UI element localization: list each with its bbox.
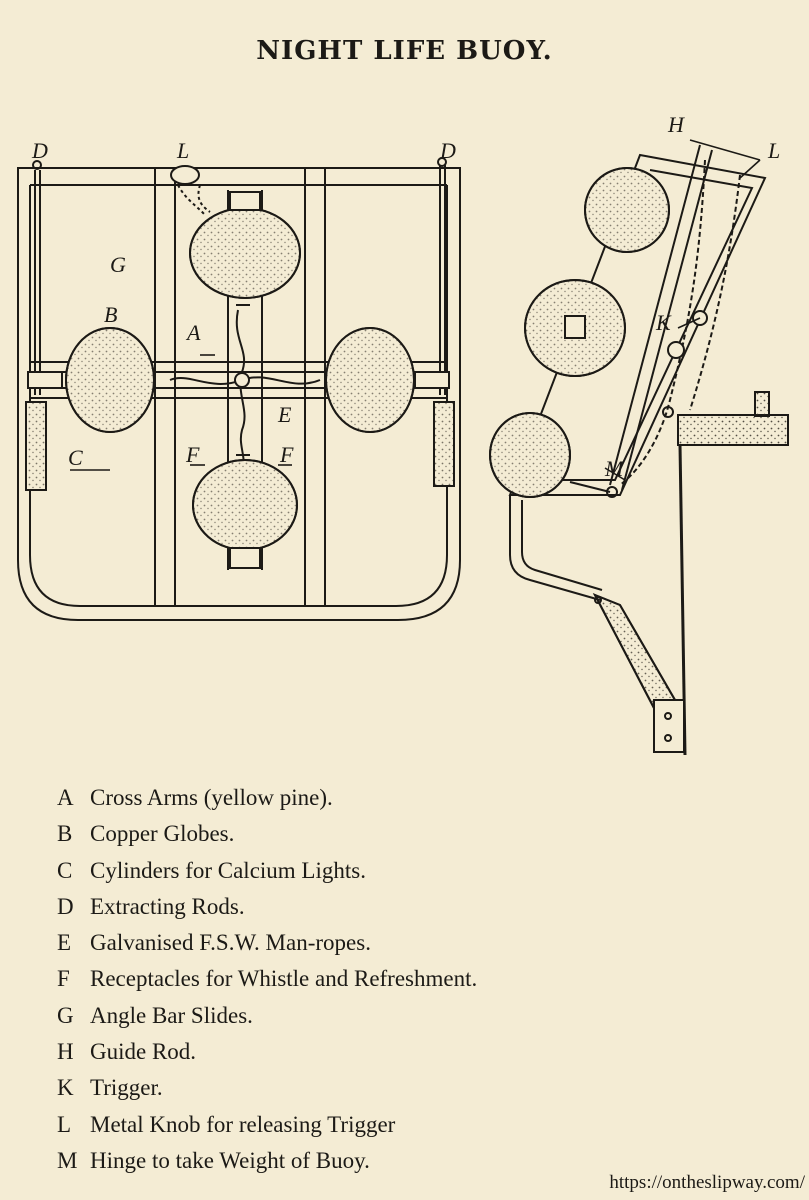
label-d-right: D xyxy=(439,138,456,163)
legend-text: Hinge to take Weight of Buoy. xyxy=(90,1147,370,1173)
label-g: G xyxy=(110,252,126,277)
legend-item: F Receptacles for Whistle and Refreshment… xyxy=(57,963,477,999)
legend-item: K Trigger. xyxy=(57,1072,477,1108)
label-c: C xyxy=(68,445,83,470)
label-d-left: D xyxy=(31,138,48,163)
legend-text: Receptacles for Whistle and Refreshment. xyxy=(90,966,478,992)
legend-key: F xyxy=(57,966,70,992)
legend-item: G Angle Bar Slides. xyxy=(57,1000,477,1036)
man-ropes xyxy=(169,304,321,471)
release-knob-front xyxy=(170,165,211,216)
copper-globes-side xyxy=(489,167,670,498)
label-f-left: F xyxy=(185,442,200,467)
mounting-bracket xyxy=(592,391,789,756)
legend-list: A Cross Arms (yellow pine). B Copper Globe… xyxy=(57,782,477,1181)
label-b: B xyxy=(104,302,117,327)
legend-key: B xyxy=(57,821,73,847)
watermark-url: https://ontheslipway.com/ xyxy=(609,1172,805,1193)
label-m: M xyxy=(604,456,625,481)
legend-item: M Hinge to take Weight of Buoy. xyxy=(57,1145,477,1181)
legend-item: C Cylinders for Calcium Lights. xyxy=(57,855,477,891)
label-k: K xyxy=(655,310,672,335)
legend-key: M xyxy=(57,1147,78,1173)
legend-key: L xyxy=(57,1111,72,1137)
legend-key: A xyxy=(57,785,74,810)
side-view-labels: H L K M xyxy=(604,112,780,481)
legend-text: Galvanised F.S.W. Man-ropes. xyxy=(90,930,371,956)
buoy-diagram: D L D G B A E C F F H L K M xyxy=(17,112,789,756)
label-l-side: L xyxy=(767,138,780,163)
copper-globes-front xyxy=(27,191,450,569)
label-a: A xyxy=(185,320,201,345)
legend-key: C xyxy=(57,857,73,883)
legend-key: K xyxy=(57,1075,74,1101)
front-leader-lines xyxy=(70,354,292,471)
legend-text: Cross Arms (yellow pine). xyxy=(90,785,333,810)
legend-text: Copper Globes. xyxy=(90,821,235,847)
label-l-front: L xyxy=(176,138,189,163)
page-title: NIGHT LIFE BUOY. xyxy=(256,36,553,66)
legend-key: G xyxy=(57,1002,74,1028)
front-view-labels: D L D G B A E C F F xyxy=(31,138,456,470)
legend-key: D xyxy=(57,893,74,919)
legend-item: D Extracting Rods. xyxy=(57,891,477,927)
extracting-rods xyxy=(32,157,447,395)
legend-text: Angle Bar Slides. xyxy=(90,1002,253,1028)
legend-item: L Metal Knob for releasing Trigger xyxy=(57,1109,477,1145)
legend-key: E xyxy=(57,930,72,956)
legend-item: H Guide Rod. xyxy=(57,1036,477,1072)
legend-text: Cylinders for Calcium Lights. xyxy=(90,857,366,883)
legend-text: Trigger. xyxy=(90,1075,163,1101)
legend-text: Guide Rod. xyxy=(90,1039,197,1065)
legend-item: A Cross Arms (yellow pine). xyxy=(57,782,477,818)
calcium-light-cylinders xyxy=(25,401,455,491)
trigger-and-hinge xyxy=(569,310,708,498)
side-leader-lines xyxy=(604,139,761,481)
legend-key: H xyxy=(57,1039,74,1065)
label-e: E xyxy=(277,402,292,427)
legend-text: Extracting Rods. xyxy=(90,893,245,919)
legend-item: E Galvanised F.S.W. Man-ropes. xyxy=(57,927,477,963)
legend-text: Metal Knob for releasing Trigger xyxy=(90,1111,396,1137)
legend-item: B Copper Globes. xyxy=(57,818,477,854)
side-view-frame xyxy=(508,144,767,601)
label-h: H xyxy=(667,112,685,137)
label-f-right: F xyxy=(279,442,294,467)
